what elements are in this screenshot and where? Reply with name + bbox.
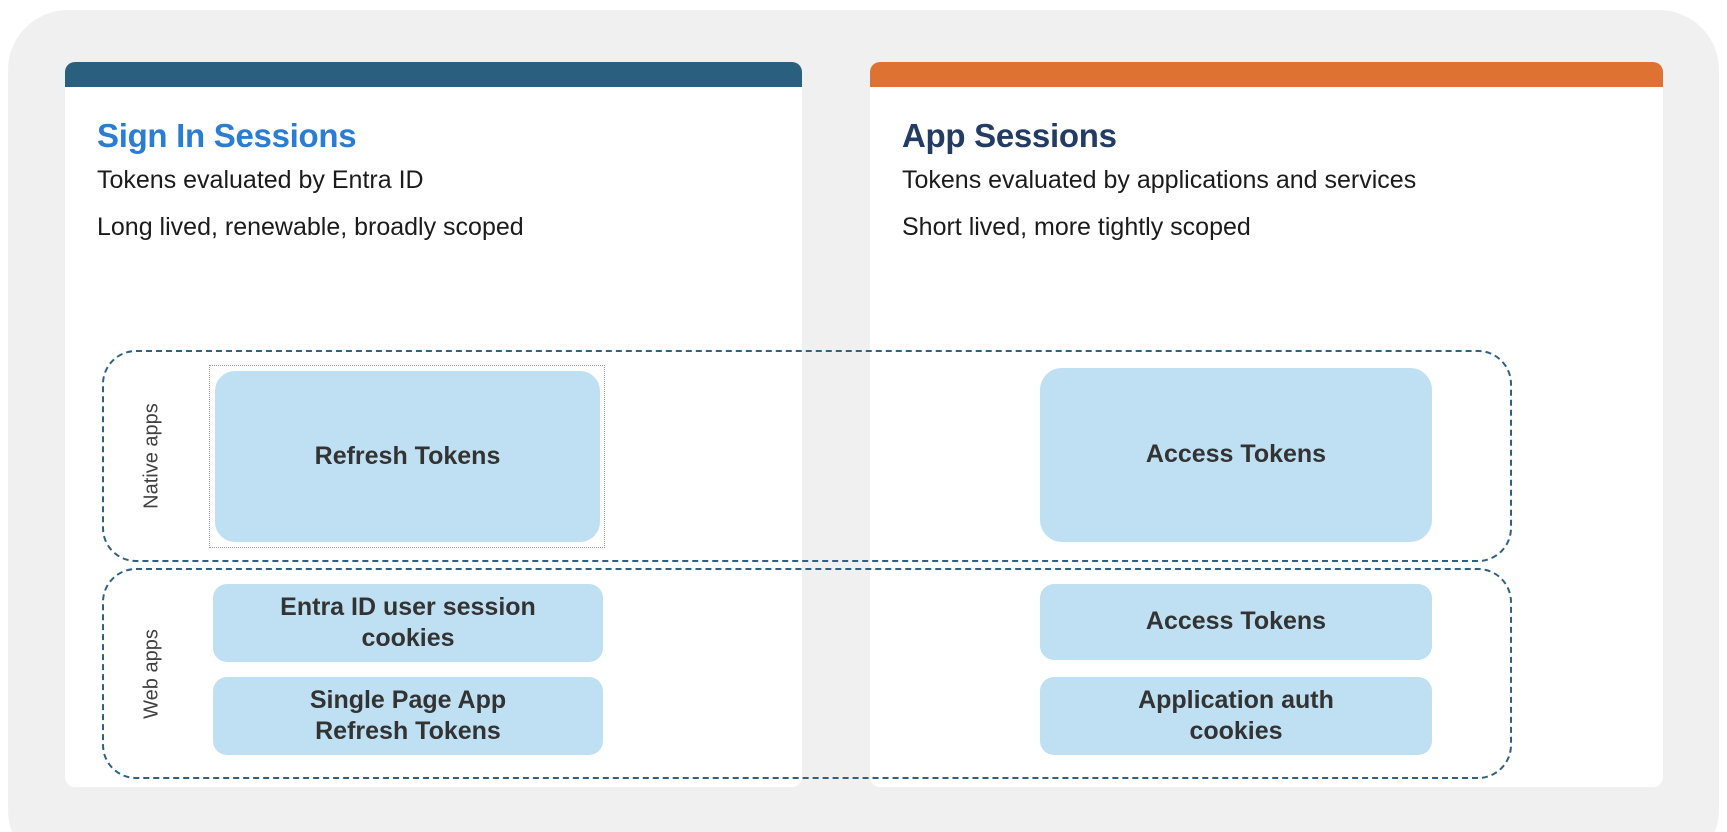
access-tokens-native-box[interactable]: Access Tokens: [1040, 368, 1432, 542]
app-sessions-accent-bar: [870, 62, 1663, 87]
sign-in-sessions-title: Sign In Sessions: [97, 117, 357, 154]
app-sessions-subtitle: Tokens evaluated by applications and ser…: [902, 166, 1417, 194]
app-sessions-title: App Sessions: [902, 117, 1117, 154]
sign-in-sessions-subtitle: Tokens evaluated by Entra ID: [97, 166, 424, 194]
web-apps-group: Web apps: [102, 568, 1512, 779]
sign-in-sessions-description: Long lived, renewable, broadly scoped: [97, 213, 524, 241]
entra-id-user-session-cookies-box[interactable]: Entra ID user session cookies: [213, 584, 603, 662]
refresh-tokens-selection-marquee[interactable]: [209, 365, 605, 548]
single-page-app-refresh-tokens-box[interactable]: Single Page App Refresh Tokens: [213, 677, 603, 755]
application-auth-cookies-box[interactable]: Application auth cookies: [1040, 677, 1432, 755]
sign-in-sessions-accent-bar: [65, 62, 802, 87]
access-tokens-web-box[interactable]: Access Tokens: [1040, 584, 1432, 660]
native-apps-group-label: Native apps: [140, 403, 163, 509]
refresh-tokens-box[interactable]: Refresh Tokens: [215, 371, 600, 542]
native-apps-group: Native apps: [102, 350, 1512, 562]
web-apps-group-label: Web apps: [140, 628, 163, 719]
app-sessions-description: Short lived, more tightly scoped: [902, 213, 1251, 241]
